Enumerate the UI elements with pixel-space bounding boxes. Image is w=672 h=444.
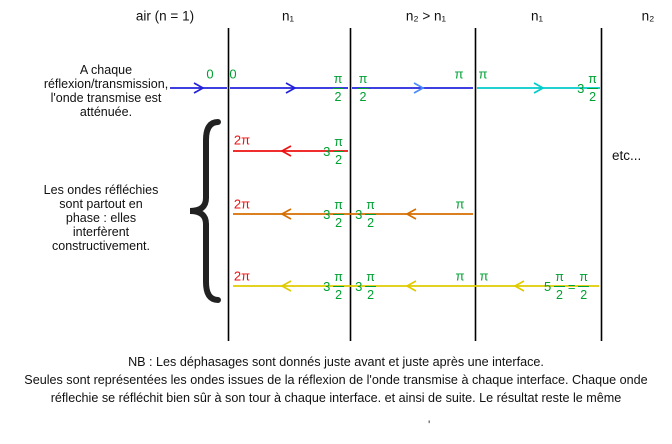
arrowhead-right-icon bbox=[285, 82, 297, 94]
attenuation-note: A chaque réflexion/transmission, l'onde … bbox=[43, 63, 169, 119]
coefficient: 3 bbox=[355, 206, 363, 222]
numerator: π bbox=[358, 72, 368, 86]
numerator: π bbox=[588, 72, 597, 86]
coefficient: 3 bbox=[323, 206, 331, 222]
coefficient: 3 bbox=[323, 278, 331, 294]
denominator: 2 bbox=[578, 285, 590, 302]
numerator: π bbox=[334, 198, 343, 212]
arrowhead-left-icon bbox=[280, 280, 292, 292]
reflected-wave-2 bbox=[233, 208, 473, 220]
numerator: π bbox=[333, 72, 343, 86]
denominator: 2 bbox=[357, 87, 369, 104]
footnote-line-2: Seules sont représentées les ondes issue… bbox=[24, 372, 648, 387]
equals-sign: = bbox=[567, 278, 576, 294]
numerator: π bbox=[579, 270, 589, 284]
region-label-air: air (n = 1) bbox=[135, 8, 195, 24]
phase-pi-reflected-3-right: π bbox=[479, 268, 489, 284]
denominator: 2 bbox=[554, 285, 565, 302]
phase-2pi-reflected-1: 2π bbox=[233, 132, 251, 148]
phase-2pi-reflected-3: 2π bbox=[233, 268, 251, 284]
arrowhead-right-icon bbox=[193, 82, 205, 94]
coefficient: 3 bbox=[323, 143, 331, 159]
interface-lines bbox=[227, 28, 603, 341]
left-brace-icon bbox=[189, 119, 221, 303]
stray-mark: ' bbox=[428, 418, 431, 432]
denominator: 2 bbox=[365, 213, 377, 230]
footnote: NB : Les déphasages sont donnés juste av… bbox=[0, 354, 672, 408]
denominator: 2 bbox=[333, 285, 345, 302]
region-label-n2-right: n₂ bbox=[641, 8, 655, 24]
numerator: π bbox=[366, 198, 375, 212]
region-label-n1-right: n₁ bbox=[530, 8, 544, 24]
denominator: 2 bbox=[332, 87, 344, 104]
etc-label: etc... bbox=[612, 148, 642, 163]
reflected-wave-3 bbox=[233, 280, 599, 292]
reflected-wave-1 bbox=[233, 145, 348, 157]
coefficient: 3 bbox=[577, 80, 585, 96]
numerator: π bbox=[334, 135, 343, 149]
denominator: 2 bbox=[333, 213, 345, 230]
phase-pi-reflected-3-left: π bbox=[455, 268, 465, 284]
footnote-line-3: réflechie se réfléchit bien sûr à son to… bbox=[50, 390, 622, 405]
footnote-line-1: NB : Les déphasages sont donnés juste av… bbox=[128, 355, 544, 369]
arrowhead-left-icon bbox=[513, 280, 525, 292]
arrowhead-right-icon bbox=[413, 82, 425, 94]
denominator: 2 bbox=[587, 87, 599, 104]
arrowhead-left-icon bbox=[405, 280, 417, 292]
phase-pi-reflected-2: π bbox=[455, 196, 465, 212]
phase-pi-after-interface-3: π bbox=[478, 66, 488, 82]
phase-2pi-reflected-2: 2π bbox=[233, 196, 251, 212]
region-label-n1-left: n₁ bbox=[281, 8, 295, 24]
arrowhead-right-icon bbox=[533, 82, 545, 94]
phase-0-before-interface-1: 0 bbox=[206, 66, 214, 82]
numerator: π bbox=[366, 270, 375, 284]
interference-note: Les ondes réfléchies sont partout en pha… bbox=[43, 183, 159, 253]
arrowhead-left-icon bbox=[280, 145, 292, 157]
phase-pi-before-interface-3: π bbox=[454, 66, 464, 82]
arrowhead-left-icon bbox=[280, 208, 292, 220]
region-label-n2-gt-n1: n₂ > n₁ bbox=[405, 8, 447, 24]
transmitted-wave bbox=[170, 82, 600, 94]
numerator: π bbox=[334, 270, 343, 284]
arrowhead-left-icon bbox=[405, 208, 417, 220]
coefficient: 5 bbox=[543, 278, 552, 294]
coefficient: 3 bbox=[355, 278, 363, 294]
numerator: π bbox=[555, 270, 564, 284]
phase-0-after-interface-1: 0 bbox=[229, 66, 237, 82]
denominator: 2 bbox=[333, 150, 345, 167]
denominator: 2 bbox=[365, 285, 377, 302]
